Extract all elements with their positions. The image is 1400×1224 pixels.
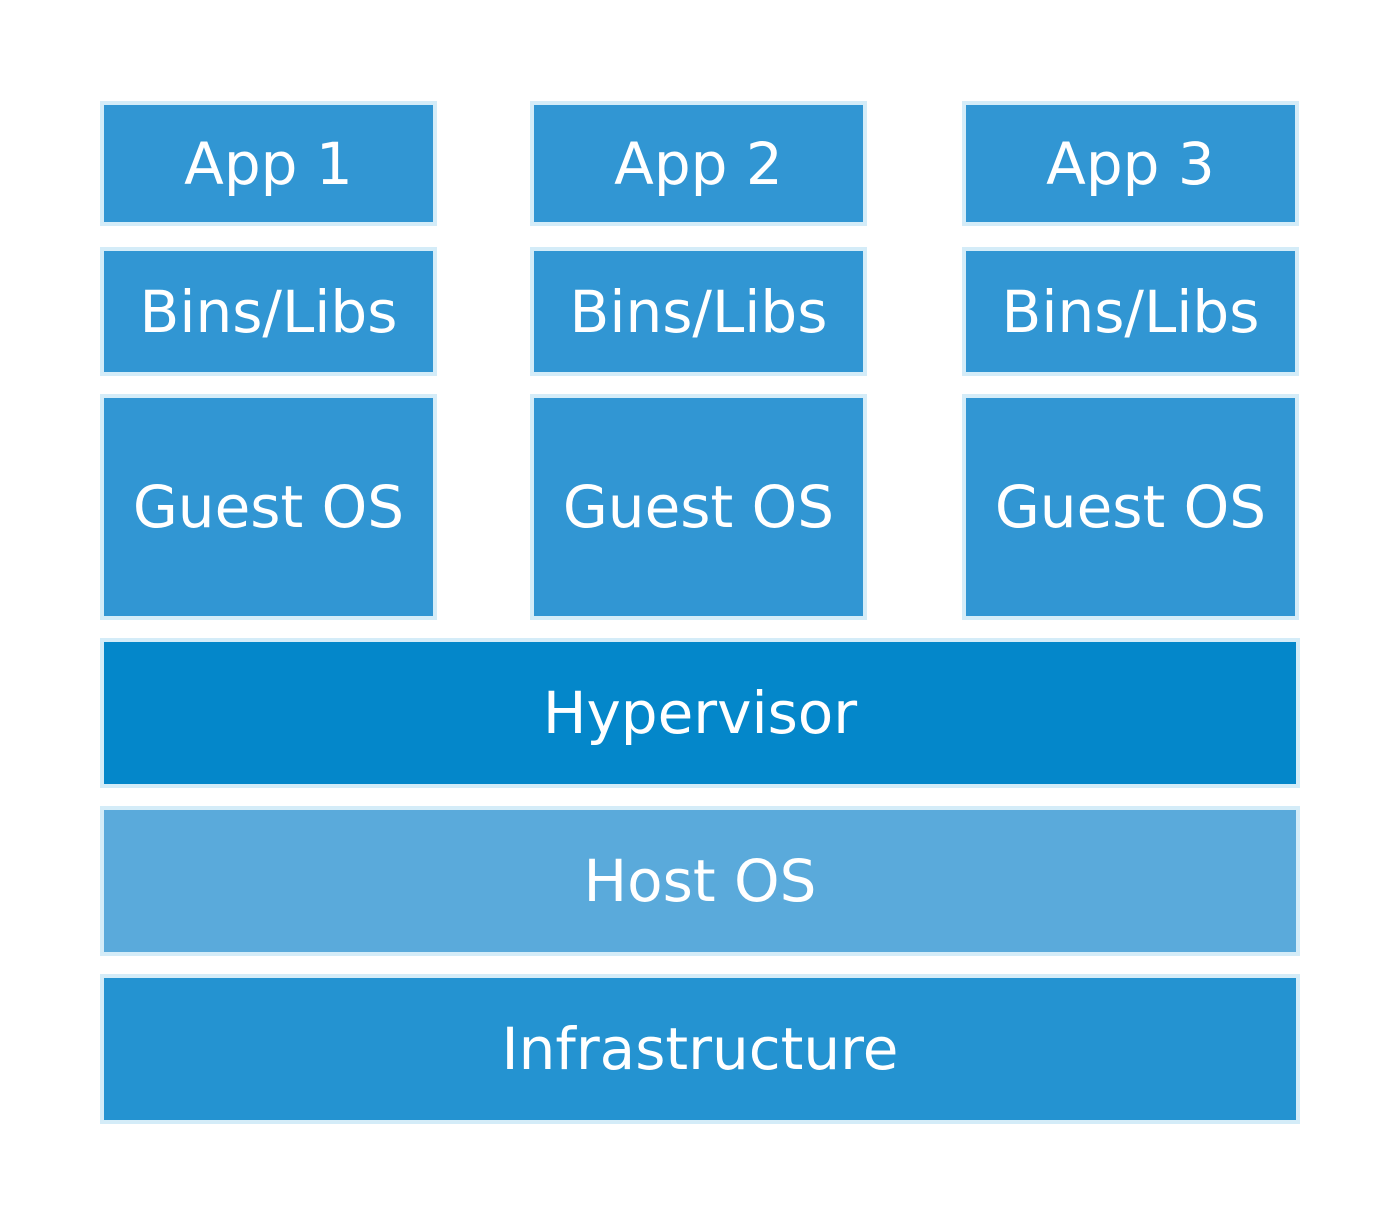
guest-os-3-label: Guest OS xyxy=(994,473,1267,541)
app-1-block: App 1 xyxy=(100,101,437,226)
hypervisor-layer: Hypervisor xyxy=(100,638,1300,788)
host-os-layer: Host OS xyxy=(100,806,1300,956)
guest-os-2-block: Guest OS xyxy=(530,394,867,620)
guest-os-3-block: Guest OS xyxy=(962,394,1299,620)
guest-os-1-block: Guest OS xyxy=(100,394,437,620)
guest-os-1-label: Guest OS xyxy=(132,473,405,541)
infrastructure-label: Infrastructure xyxy=(501,1015,899,1083)
hypervisor-label: Hypervisor xyxy=(542,679,858,747)
app-3-label: App 3 xyxy=(1046,129,1215,198)
bins-libs-3-block: Bins/Libs xyxy=(962,247,1299,376)
bins-libs-2-label: Bins/Libs xyxy=(569,277,828,346)
host-os-label: Host OS xyxy=(583,847,817,915)
bins-libs-3-label: Bins/Libs xyxy=(1001,277,1260,346)
app-1-label: App 1 xyxy=(184,129,353,198)
app-3-block: App 3 xyxy=(962,101,1299,226)
bins-libs-2-block: Bins/Libs xyxy=(530,247,867,376)
infrastructure-layer: Infrastructure xyxy=(100,974,1300,1124)
bins-libs-1-label: Bins/Libs xyxy=(139,277,398,346)
app-2-block: App 2 xyxy=(530,101,867,226)
bins-libs-1-block: Bins/Libs xyxy=(100,247,437,376)
guest-os-2-label: Guest OS xyxy=(562,473,835,541)
app-2-label: App 2 xyxy=(614,129,783,198)
